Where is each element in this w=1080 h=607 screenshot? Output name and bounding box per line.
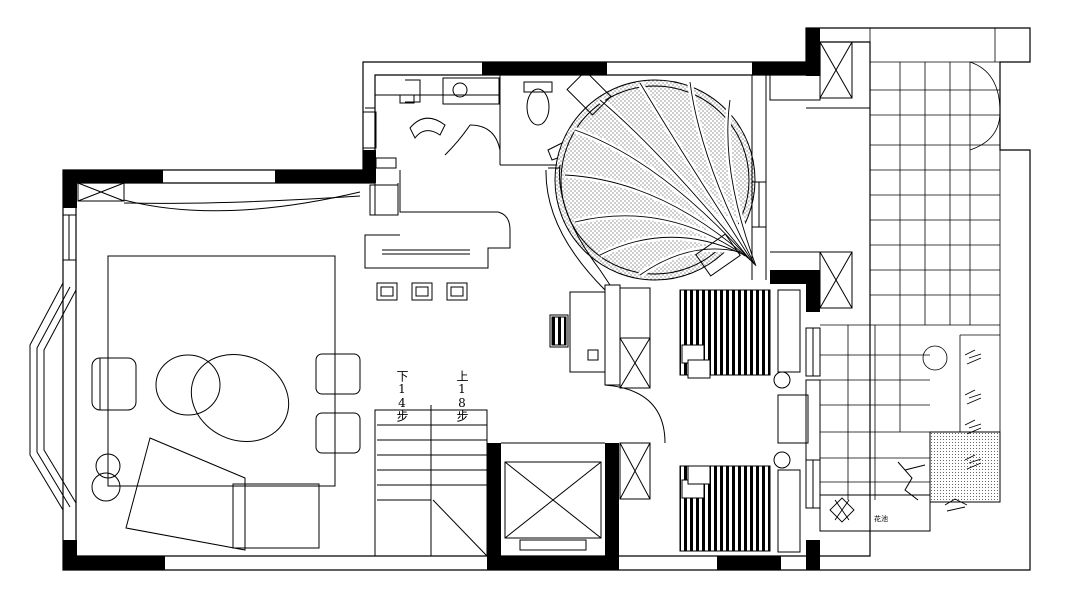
plants: [829, 349, 982, 523]
desk: [549, 284, 666, 444]
stairs-up-label: 上18步: [455, 370, 469, 422]
wardrobe-1: [619, 287, 651, 389]
wall-solid: [63, 28, 820, 570]
nightstand: [777, 394, 809, 444]
window-right: [805, 327, 821, 509]
circular-feature: [545, 70, 767, 291]
terrace-paving: [820, 28, 1031, 570]
bay-window: [29, 210, 77, 511]
side-table: [91, 453, 121, 502]
stairs-down-label: 下14步: [395, 370, 409, 422]
bathroom: [362, 75, 567, 169]
stairs: [374, 405, 488, 557]
bar-stools: [376, 282, 468, 301]
rug: [107, 255, 336, 487]
armchair-left: [91, 357, 137, 411]
closet-top: [769, 41, 870, 109]
sofa-sectional: [125, 437, 320, 551]
armchair-right-2: [315, 412, 361, 454]
bed-2: [679, 451, 801, 553]
planter: [819, 431, 1001, 532]
elevator: [501, 442, 605, 551]
bed-1: [679, 289, 801, 389]
planter-label: 花池: [874, 515, 888, 523]
top-window-ac: [77, 182, 361, 212]
outer-wall: [62, 27, 1031, 571]
wardrobe-2: [619, 442, 651, 500]
closet-mid: [770, 251, 853, 309]
coffee-tables: [155, 353, 290, 443]
kitchen-counter: [364, 170, 511, 269]
armchair-right-1: [315, 353, 361, 395]
keyboard: [551, 316, 567, 346]
